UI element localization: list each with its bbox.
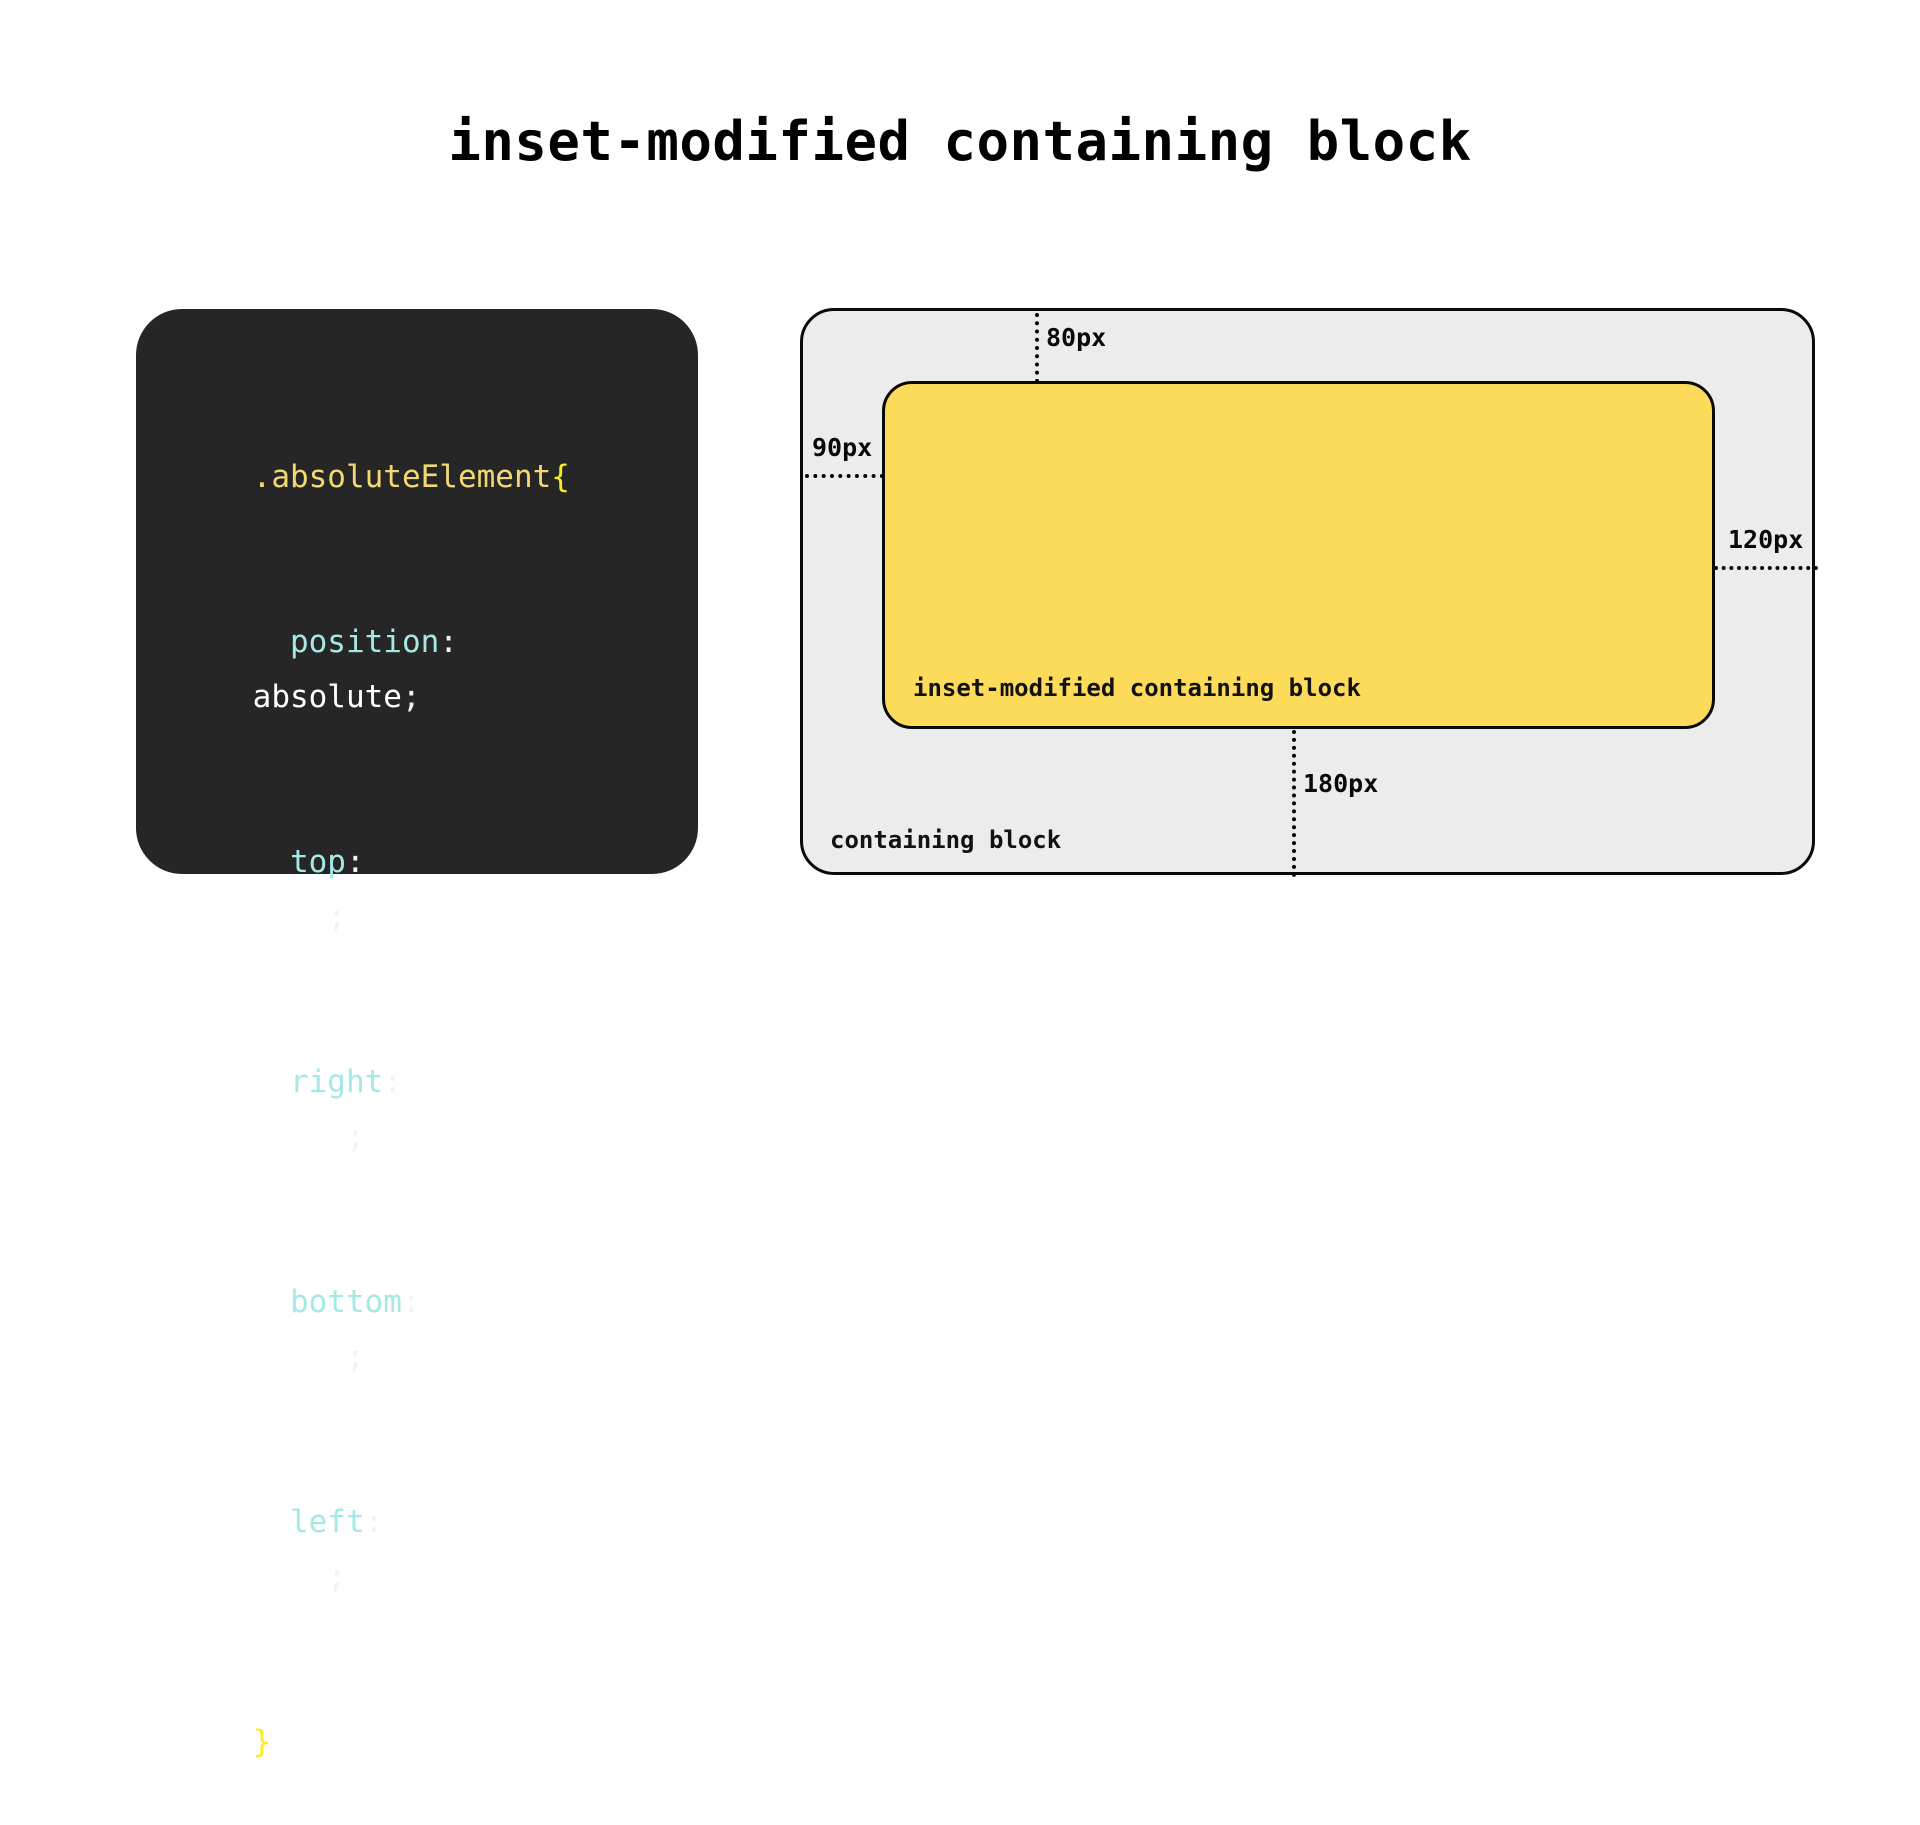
css-property-right: right <box>289 1064 384 1100</box>
css-value-bottom: 180px <box>252 1339 346 1375</box>
css-property-top: top <box>289 844 346 880</box>
semicolon-token-1: ; <box>327 899 346 935</box>
colon-token-3: : <box>401 1284 421 1320</box>
inset-modified-containing-block-label: inset-modified containing block <box>913 674 1361 702</box>
code-line-bottom: bottom: 180px; <box>178 1220 698 1440</box>
code-line-selector: .absoluteElement{ <box>178 395 698 560</box>
measure-label-right: 120px <box>1728 525 1804 554</box>
semicolon-token-4: ; <box>327 1559 346 1595</box>
open-brace-token: { <box>551 459 570 495</box>
semicolon-token-3: ; <box>345 1339 365 1375</box>
code-line-left: left: 90px; <box>178 1440 698 1660</box>
semicolon-token-2: ; <box>345 1119 365 1155</box>
measure-label-left: 90px <box>812 433 873 462</box>
containing-block: inset-modified containing block 80px 90p… <box>800 308 1818 877</box>
css-value-position: absolute <box>252 679 402 715</box>
colon-token-0: : <box>439 624 458 660</box>
code-line-close: } <box>178 1660 698 1825</box>
css-value-top: 80px <box>252 899 328 935</box>
measure-line-top <box>1035 313 1039 383</box>
containing-block-label: containing block <box>830 826 1062 854</box>
inset-modified-containing-block: inset-modified containing block <box>882 381 1715 729</box>
css-property-bottom: bottom <box>289 1284 402 1320</box>
code-line-top: top: 80px; <box>178 780 698 1000</box>
code-line-right: right: 120px; <box>178 1000 698 1220</box>
page-title: inset-modified containing block <box>448 110 1472 173</box>
colon-token-4: : <box>364 1504 384 1540</box>
css-property-left: left <box>289 1504 365 1540</box>
colon-token-2: : <box>383 1064 402 1100</box>
close-brace-token: } <box>252 1724 272 1760</box>
code-line-position: position: absolute; <box>178 560 698 780</box>
css-value-left: 90px <box>252 1559 328 1595</box>
css-value-right: 120px <box>252 1119 346 1155</box>
css-property-position: position <box>289 624 440 660</box>
css-selector: .absoluteElement <box>252 459 552 495</box>
code-panel: .absoluteElement{ position: absolute; to… <box>136 309 698 1760</box>
colon-token-1: : <box>345 844 365 880</box>
measure-label-bottom: 180px <box>1303 769 1379 798</box>
measure-line-left <box>805 474 884 478</box>
measure-label-top: 80px <box>1046 323 1107 352</box>
diagram: inset-modified containing block 80px 90p… <box>800 308 1818 877</box>
semicolon-token-0: ; <box>401 679 421 715</box>
measure-line-right <box>1714 566 1818 570</box>
measure-line-bottom <box>1292 730 1296 877</box>
